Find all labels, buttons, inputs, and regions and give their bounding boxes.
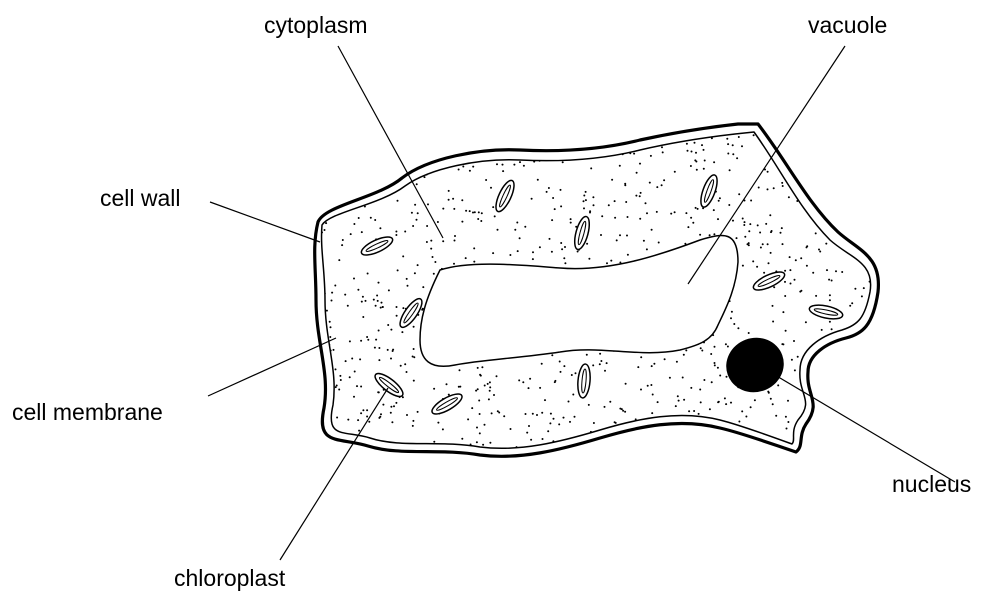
cell-membrane-leader xyxy=(208,338,336,396)
cytoplasm-label: cytoplasm xyxy=(264,14,368,37)
cell-wall-leader xyxy=(210,202,320,242)
cell-membrane-label: cell membrane xyxy=(12,401,163,424)
nucleus-label: nucleus xyxy=(892,473,971,496)
vacuole-label: vacuole xyxy=(808,14,887,37)
chloroplast-label: chloroplast xyxy=(174,567,285,590)
cell-wall-label: cell wall xyxy=(100,187,181,210)
